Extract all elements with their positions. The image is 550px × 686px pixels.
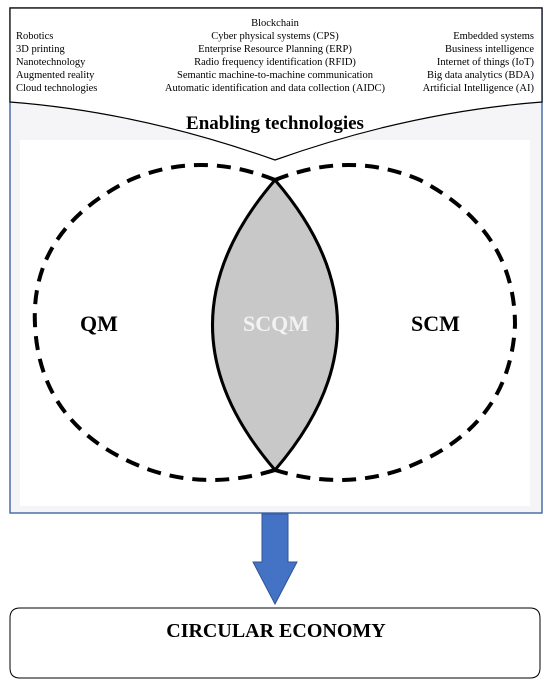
tech-item: Nanotechnology xyxy=(16,57,86,68)
tech-item: 3D printing xyxy=(16,44,65,55)
circular-economy-box xyxy=(9,607,541,679)
technologies-callout xyxy=(9,7,543,161)
tech-item: Augmented reality xyxy=(16,70,95,81)
tech-item: Robotics xyxy=(16,31,54,42)
enabling-technologies-heading: Enabling technologies xyxy=(186,113,364,134)
down-arrow-icon xyxy=(252,513,298,606)
tech-item: Blockchain xyxy=(251,18,299,29)
tech-item: Embedded systems xyxy=(453,31,534,42)
qm-label: QM xyxy=(80,311,118,336)
technologies-center-list: Blockchain Cyber physical systems (CPS) … xyxy=(100,17,450,95)
tech-item: Cloud technologies xyxy=(16,83,98,94)
scm-circle xyxy=(274,163,518,482)
tech-item: Big data analytics (BDA) xyxy=(426,70,534,81)
qm-circle xyxy=(32,163,276,482)
tech-item: Business intelligence xyxy=(445,44,534,55)
technologies-right-list: Embedded systems Business intelligence I… xyxy=(423,30,534,95)
tech-item: Radio frequency identification (RFID) xyxy=(194,57,356,68)
scm-label: SCM xyxy=(411,311,460,336)
tech-item: Enterprise Resource Planning (ERP) xyxy=(198,44,352,55)
circular-economy-label: CIRCULAR ECONOMY xyxy=(166,620,386,642)
tech-item: Cyber physical systems (CPS) xyxy=(211,31,339,42)
scqm-label: SCQM xyxy=(243,311,309,336)
technologies-left-list: Robotics 3D printing Nanotechnology Augm… xyxy=(16,30,97,95)
tech-item: Internet of things (IoT) xyxy=(436,57,534,68)
tech-item: Artificial Intelligence (AI) xyxy=(422,83,534,94)
tech-item: Semantic machine-to-machine communicatio… xyxy=(177,70,373,81)
tech-item: Automatic identification and data collec… xyxy=(164,83,386,94)
